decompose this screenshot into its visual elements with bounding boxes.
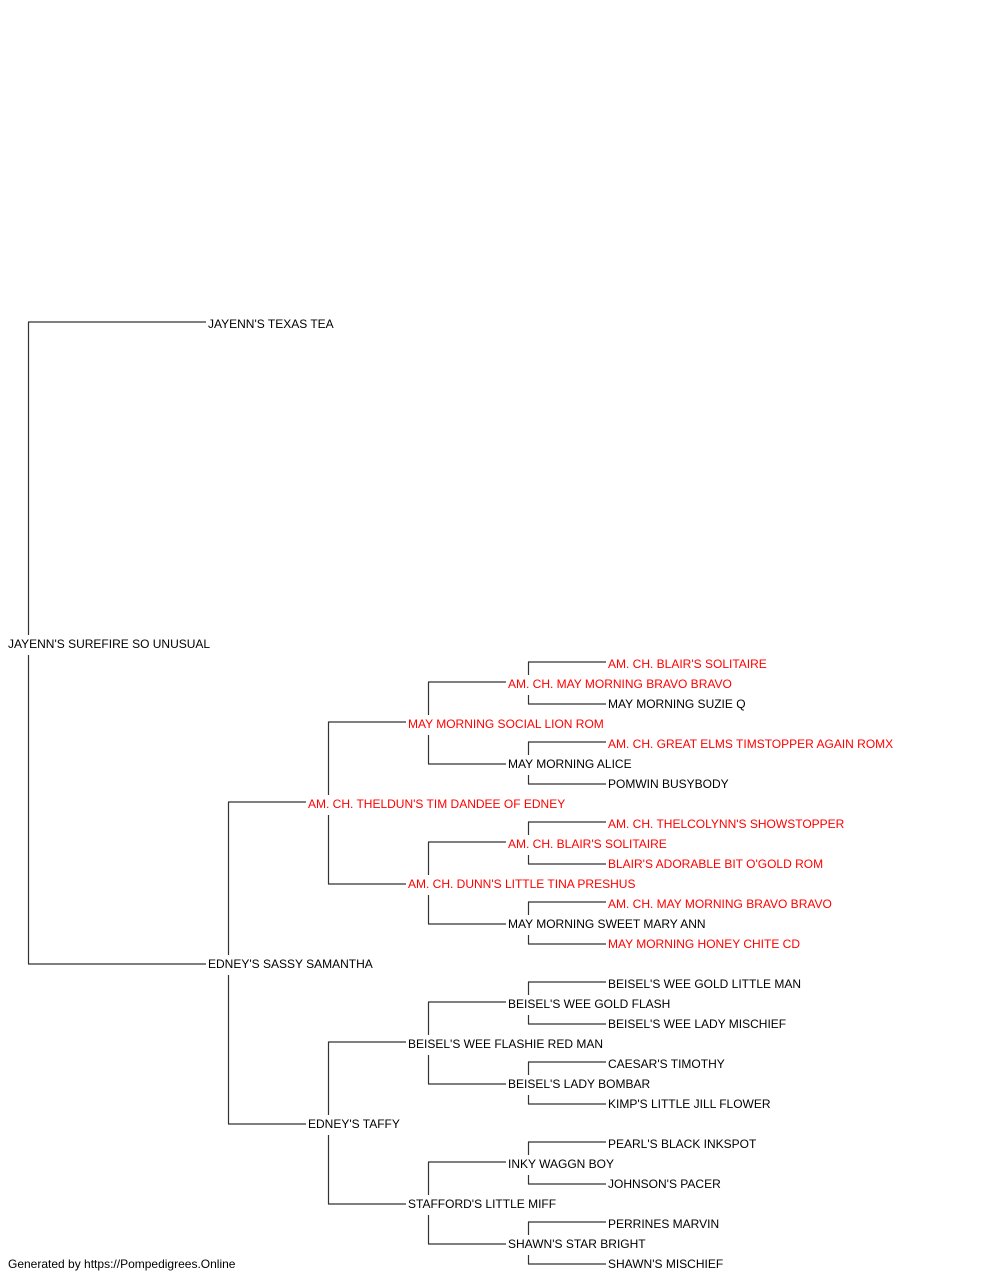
ancestor-dsd: AM. CH. DUNN'S LITTLE TINA PRESHUS [408,877,636,891]
ancestor-dssss: AM. CH. BLAIR'S SOLITAIRE [608,657,767,671]
ancestor-dds: BEISEL'S WEE FLASHIE RED MAN [408,1037,604,1051]
ancestor-dsdsd: BLAIR'S ADORABLE BIT O'GOLD ROM [608,857,824,871]
ancestor-ddssd: BEISEL'S WEE LADY MISCHIEF [608,1017,787,1031]
ancestor-ddsss: BEISEL'S WEE GOLD LITTLE MAN [608,977,802,991]
subject-name: JAYENN'S SUREFIRE SO UNUSUAL [8,637,211,651]
ancestor-dsssd: MAY MORNING SUZIE Q [608,697,746,711]
ancestor-dsds: AM. CH. BLAIR'S SOLITAIRE [508,837,667,851]
ancestor-dsddd: MAY MORNING HONEY CHITE CD [608,937,801,951]
ancestor-dssd: MAY MORNING ALICE [508,757,632,771]
ancestor-ddsds: CAESAR'S TIMOTHY [608,1057,725,1071]
ancestor-ddss: BEISEL'S WEE GOLD FLASH [508,997,671,1011]
ancestor-dsss: AM. CH. MAY MORNING BRAVO BRAVO [508,677,732,691]
ancestor-dss: MAY MORNING SOCIAL LION ROM [408,717,604,731]
ancestor-ddsd: BEISEL'S LADY BOMBAR [508,1077,651,1091]
ancestor-ds: AM. CH. THELDUN'S TIM DANDEE OF EDNEY [308,797,566,811]
ancestor-ddds: INKY WAGGN BOY [508,1157,615,1171]
ancestor-dddds: PERRINES MARVIN [608,1217,720,1231]
ancestor-dd: EDNEY'S TAFFY [308,1117,400,1131]
ancestor-dsdd: MAY MORNING SWEET MARY ANN [508,917,706,931]
ancestor-d: EDNEY'S SASSY SAMANTHA [208,957,373,971]
ancestor-s: JAYENN'S TEXAS TEA [208,317,334,331]
ancestor-dssdd: POMWIN BUSYBODY [608,777,729,791]
ancestor-dsdss: AM. CH. THELCOLYNN'S SHOWSTOPPER [608,817,845,831]
ancestor-dssds: AM. CH. GREAT ELMS TIMSTOPPER AGAIN ROMX [608,737,894,751]
ancestor-dsdds: AM. CH. MAY MORNING BRAVO BRAVO [608,897,832,911]
ancestor-ddsdd: KIMP'S LITTLE JILL FLOWER [608,1097,771,1111]
footer-credit: Generated by https://Pompedigrees.Online [8,1257,236,1271]
ancestor-dddsd: JOHNSON'S PACER [608,1177,721,1191]
ancestor-dddd: SHAWN'S STAR BRIGHT [508,1237,646,1251]
ancestor-dddss: PEARL'S BLACK INKSPOT [608,1137,757,1151]
ancestor-ddddd: SHAWN'S MISCHIEF [608,1257,724,1271]
ancestor-ddd: STAFFORD'S LITTLE MIFF [408,1197,557,1211]
